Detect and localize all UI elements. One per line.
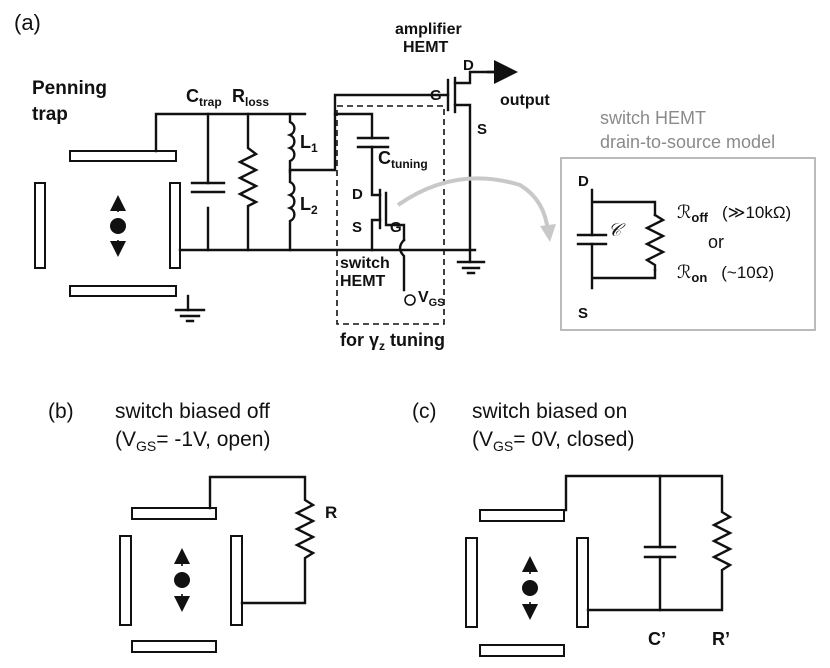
l1-label: L1: [300, 132, 318, 155]
penning-trap-label-2: trap: [32, 104, 68, 125]
r-loss-label: Rloss: [232, 86, 269, 109]
l2-inductor: [286, 170, 296, 252]
switch-hemt-label-2: HEMT: [340, 273, 386, 290]
amplifier-label-1: amplifier: [395, 21, 462, 38]
trap-plate-right: [169, 182, 181, 269]
trap-b-plate-left: [119, 535, 132, 626]
panel-c-circuit: [564, 474, 733, 612]
trap-plate-bottom: [69, 285, 177, 297]
trap-c-plate-top: [479, 509, 565, 522]
penning-trap-label-1: Penning: [32, 78, 107, 99]
amp-d-label: D: [463, 57, 474, 74]
model-d-label: D: [578, 173, 589, 190]
c-tuning-capacitor: [356, 136, 390, 149]
penning-trap-c: [465, 509, 589, 657]
trap-c-plate-left: [465, 537, 478, 628]
trap-b-plate-bottom: [131, 640, 217, 653]
panel-c-r-prime-label: R’: [712, 629, 730, 649]
ion-b-dot: [174, 572, 190, 588]
output-label: output: [500, 92, 550, 109]
ion-c-dot: [522, 580, 538, 596]
panel-c-title: switch biased on: [472, 400, 627, 423]
model-capacitor: [576, 233, 608, 246]
vgs-terminal: [404, 294, 416, 306]
amplifier-label-2: HEMT: [403, 39, 449, 56]
r-loss-resistor: [237, 112, 259, 252]
trap-c-plate-right: [576, 537, 589, 628]
panel-label-a: (a): [14, 10, 41, 35]
penning-trap-b: [119, 507, 243, 653]
amp-ground-icon: [456, 260, 486, 275]
sw-g-label: G: [390, 219, 402, 236]
amp-s-label: S: [477, 121, 487, 138]
model-title-2: drain-to-source model: [600, 132, 775, 152]
panel-c-c-prime-label: C’: [648, 629, 666, 649]
panel-b-r-label: R: [325, 503, 337, 522]
resonator-wiring: [154, 70, 500, 292]
model-pointer-arrow: [396, 176, 550, 233]
tuning-label: for γz tuning: [340, 330, 445, 353]
ion-dot: [110, 218, 126, 234]
model-r-on-label: ℛon(~10Ω): [677, 262, 774, 285]
model-r-off-label: ℛoff(≫10kΩ): [677, 202, 791, 225]
switch-gate-lead: [398, 238, 406, 292]
vgs-label: VGS: [418, 289, 445, 309]
model-s-label: S: [578, 305, 588, 322]
l1-inductor: [286, 112, 296, 174]
model-title-1: switch HEMT: [600, 108, 706, 128]
sw-s-label: S: [352, 219, 362, 236]
model-resistor: [644, 213, 666, 272]
model-pointer-arrowhead: [540, 224, 556, 242]
trap-b-plate-top: [131, 507, 217, 520]
trap-c-plate-bottom: [479, 644, 565, 657]
trap-plate-left: [34, 182, 46, 269]
l2-label: L2: [300, 194, 318, 217]
panel-b-circuit: [208, 475, 316, 605]
trap-plate-top: [69, 150, 177, 162]
model-or-label: or: [708, 232, 724, 252]
tuning-dashed-box: [336, 105, 445, 325]
switch-hemt-label-1: switch: [340, 255, 390, 272]
c-trap-capacitor: [190, 181, 226, 194]
panel-b-condition: (VGS= -1V, open): [115, 428, 270, 454]
trap-ground-icon: [174, 294, 206, 323]
model-circuit: [576, 188, 666, 290]
sw-d-label: D: [352, 186, 363, 203]
amp-g-label: G: [430, 87, 442, 104]
panel-b-title: switch biased off: [115, 400, 270, 423]
panel-label-c: (c): [412, 400, 437, 423]
c-trap-label: Ctrap: [186, 86, 222, 109]
trap-b-plate-right: [230, 535, 243, 626]
penning-trap-a: [34, 150, 181, 297]
panel-c-capacitor: [643, 545, 677, 559]
c-tuning-label: Ctuning: [378, 148, 428, 171]
panel-c-condition: (VGS= 0V, closed): [472, 428, 634, 454]
panel-label-b: (b): [48, 400, 74, 423]
